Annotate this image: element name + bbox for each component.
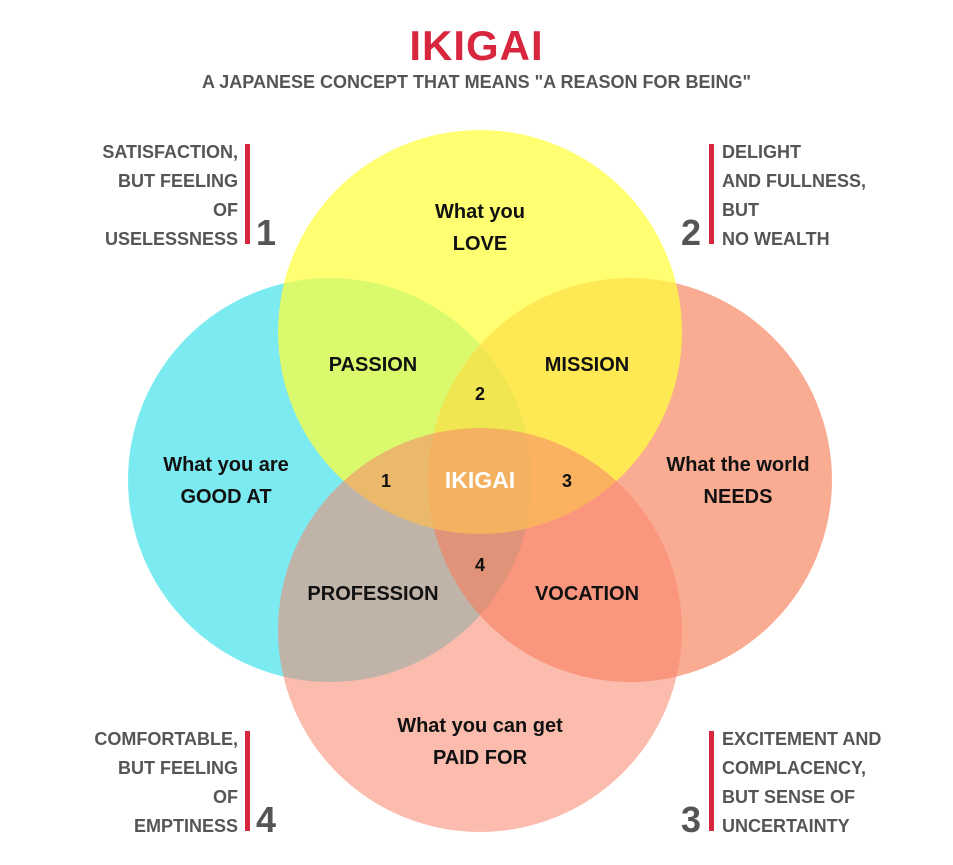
corner-note-line: BUT FEELING	[118, 758, 238, 778]
corner-note-line: AND FULLNESS,	[722, 171, 866, 191]
corner-bar-bottom-left	[245, 731, 250, 831]
passion-label: PASSION	[329, 354, 418, 376]
corner-note-line: BUT SENSE OF	[722, 787, 856, 807]
corner-note-line: NO WEALTH	[722, 229, 830, 249]
overlap-number-3: 3	[562, 471, 572, 491]
corner-note-line: COMFORTABLE,	[94, 729, 238, 749]
corner-number-top-right: 2	[681, 212, 702, 253]
corner-note-top-right: DELIGHT AND FULLNESS, BUT NO WEALTH	[722, 138, 866, 254]
love-label-line1: What you	[435, 201, 525, 223]
mission-label: MISSION	[545, 354, 629, 376]
love-label-line2: LOVE	[453, 233, 507, 255]
corner-bar-top-left	[245, 144, 250, 244]
corner-note-line: EMPTINESS	[133, 816, 238, 836]
ikigai-center-label: IKIGAI	[445, 467, 515, 493]
page-subtitle: A JAPANESE CONCEPT THAT MEANS "A REASON …	[201, 72, 752, 92]
corner-note-line: DELIGHT	[722, 142, 801, 162]
world-needs-label-line1: What the world	[666, 454, 809, 476]
corner-note-line: BUT	[722, 200, 759, 220]
overlap-number-2: 2	[475, 384, 485, 404]
corner-note-top-left: SATISFACTION, BUT FEELING OF USELESSNESS	[102, 138, 238, 254]
paid-for-label-line1: What you can get	[397, 715, 563, 737]
circle-love	[278, 130, 682, 534]
corner-note-line: BUT FEELING	[118, 171, 238, 191]
page-title: IKIGAI	[409, 22, 544, 69]
overlap-number-4: 4	[475, 555, 485, 575]
corner-number-bottom-right: 3	[681, 799, 702, 840]
circle-paid-for	[278, 428, 682, 832]
corner-note-line: COMPLACENCY,	[722, 758, 867, 778]
corner-note-bottom-right: EXCITEMENT AND COMPLACENCY, BUT SENSE OF…	[722, 725, 881, 841]
corner-note-line: OF	[213, 787, 238, 807]
corner-number-bottom-left: 4	[256, 799, 277, 840]
good-at-label-line2: GOOD AT	[180, 486, 271, 508]
corner-note-line: OF	[213, 200, 238, 220]
profession-label: PROFESSION	[307, 583, 438, 605]
corner-note-line: USELESSNESS	[104, 229, 238, 249]
corner-note-line: EXCITEMENT AND	[722, 729, 882, 749]
corner-note-line: SATISFACTION,	[102, 142, 238, 162]
good-at-label-line1: What you are	[163, 454, 289, 476]
corner-bar-bottom-right	[709, 731, 714, 831]
corner-note-line: UNCERTAINTY	[722, 816, 850, 836]
vocation-label: VOCATION	[535, 583, 639, 605]
corner-number-top-left: 1	[256, 212, 277, 253]
world-needs-label-line2: NEEDS	[704, 486, 773, 508]
overlap-number-1: 1	[381, 471, 391, 491]
paid-for-label-line2: PAID FOR	[433, 747, 528, 769]
corner-bar-top-right	[709, 144, 714, 244]
corner-note-bottom-left: COMFORTABLE, BUT FEELING OF EMPTINESS	[94, 725, 238, 841]
